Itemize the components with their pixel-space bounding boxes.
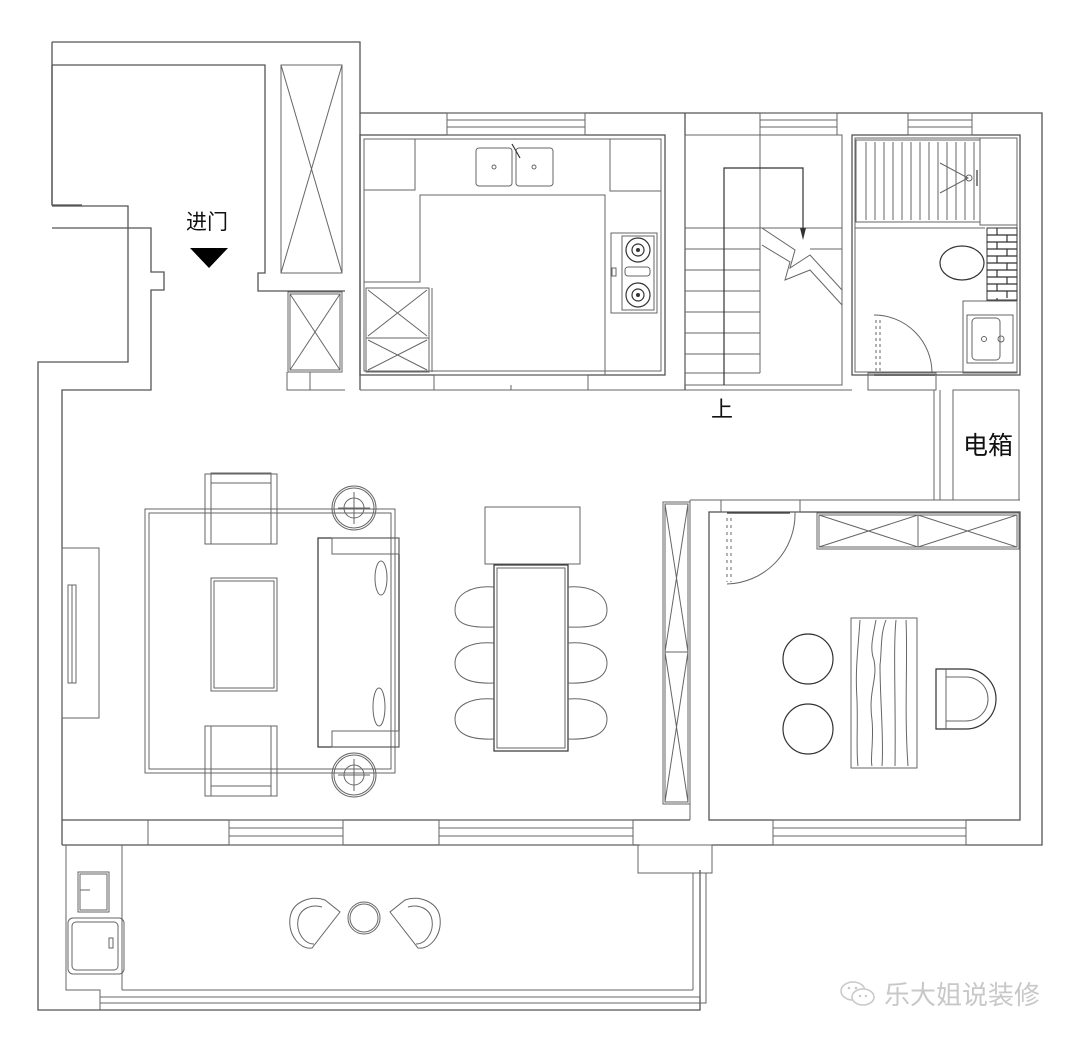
chair-icon bbox=[935, 668, 997, 730]
stairs-up-label: 上 bbox=[711, 398, 734, 423]
stool-icon bbox=[782, 703, 834, 755]
wall-cabinet-icon bbox=[816, 512, 1020, 550]
balcony bbox=[65, 844, 713, 1010]
stool-icon bbox=[782, 633, 834, 685]
tea-table-icon bbox=[850, 617, 918, 769]
kitchen bbox=[359, 112, 685, 391]
brick-wall-icon bbox=[986, 227, 1018, 301]
lounge-chair-icon bbox=[289, 897, 341, 949]
tv-cabinet-icon bbox=[61, 547, 100, 719]
entry-tall-cabinet bbox=[280, 64, 343, 274]
electric-box-label: 电箱 bbox=[963, 431, 1014, 460]
entrance-arrow-icon bbox=[190, 248, 228, 268]
laundry-sink-icon bbox=[77, 871, 110, 913]
side-table-icon bbox=[331, 485, 377, 531]
bathroom bbox=[851, 112, 1021, 391]
dining-table-icon bbox=[493, 564, 569, 752]
tea-room-door[interactable] bbox=[720, 499, 801, 585]
armchair-icon bbox=[204, 472, 278, 545]
lounge-chair-icon bbox=[389, 897, 441, 949]
watermark: 乐大姐说装修 bbox=[838, 975, 1040, 1012]
dining-area bbox=[454, 501, 691, 805]
gas-stove-icon bbox=[610, 232, 658, 314]
staircase bbox=[684, 112, 843, 390]
entry-shoe-cabinet bbox=[286, 291, 345, 391]
dining-chair-icon bbox=[454, 586, 608, 740]
wash-basin-icon bbox=[962, 300, 1018, 374]
bathroom-door[interactable] bbox=[867, 314, 937, 391]
shower-icon bbox=[865, 142, 978, 220]
wechat-icon bbox=[840, 980, 875, 1006]
side-table-icon bbox=[331, 752, 377, 798]
sofa-icon bbox=[317, 537, 400, 748]
armchair-icon bbox=[204, 725, 278, 797]
washing-machine-icon bbox=[67, 917, 125, 975]
toilet-icon bbox=[939, 245, 985, 281]
double-sink-icon bbox=[475, 143, 554, 187]
entrance-label: 进门 bbox=[186, 210, 228, 234]
outer-walls bbox=[37, 41, 1043, 1011]
sideboard-icon bbox=[662, 501, 691, 805]
round-table-icon bbox=[347, 901, 381, 935]
watermark-text: 乐大姐说装修 bbox=[884, 981, 1041, 1011]
living-room bbox=[61, 472, 634, 846]
coffee-table-icon bbox=[210, 577, 278, 692]
tea-room bbox=[689, 499, 1021, 846]
